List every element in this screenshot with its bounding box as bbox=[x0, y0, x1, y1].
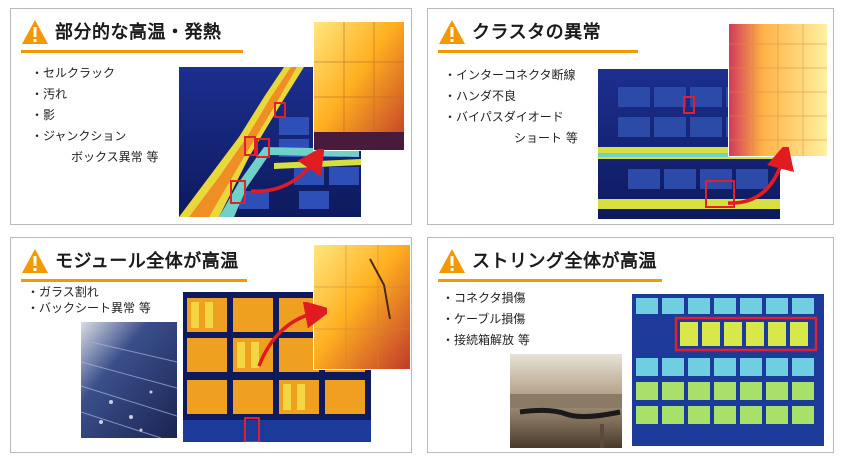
panel-title: クラスタの異常 bbox=[472, 22, 602, 43]
panel-module-overheat: モジュール全体が高温 ガラス割れ バックシート異常 等 bbox=[10, 237, 412, 453]
title-underline bbox=[21, 50, 243, 53]
warning-triangle-icon bbox=[439, 20, 465, 44]
callout-arrow-icon bbox=[257, 302, 327, 367]
panel-title: モジュール全体が高温 bbox=[55, 251, 239, 272]
warning-triangle-icon bbox=[22, 20, 48, 44]
list-item: バイパスダイオード bbox=[444, 107, 578, 128]
cause-list: コネクタ損傷 ケーブル損傷 接続箱解放 等 bbox=[442, 288, 530, 351]
panel-title: 部分的な高温・発熱 bbox=[55, 22, 222, 43]
list-item: ガラス割れ bbox=[27, 284, 151, 300]
junction-box-photo bbox=[510, 354, 622, 448]
list-item: ケーブル損傷 bbox=[442, 309, 530, 330]
cause-list: セルクラック 汚れ 影 ジャンクション ボックス異常 等 bbox=[31, 63, 158, 168]
callout-arrow-icon bbox=[250, 149, 325, 193]
list-item: コネクタ損傷 bbox=[442, 288, 530, 309]
list-item: ジャンクション bbox=[31, 126, 158, 147]
title-underline bbox=[438, 50, 638, 53]
thermal-image-closeup bbox=[313, 21, 405, 151]
thermal-image-wide bbox=[632, 294, 824, 446]
warning-triangle-icon bbox=[439, 249, 465, 273]
cause-list: ガラス割れ バックシート異常 等 bbox=[27, 284, 151, 316]
list-item: 接続箱解放 等 bbox=[442, 330, 530, 351]
title-underline bbox=[21, 279, 247, 282]
list-item: セルクラック bbox=[31, 63, 158, 84]
callout-arrow-icon bbox=[727, 147, 795, 205]
list-item: バックシート異常 等 bbox=[27, 300, 151, 316]
thermal-image-wide bbox=[183, 292, 371, 442]
panel-title: ストリング全体が高温 bbox=[472, 251, 657, 272]
panel-string-overheat: ストリング全体が高温 コネクタ損傷 ケーブル損傷 接続箱解放 等 bbox=[427, 237, 834, 453]
list-item: インターコネクタ断線 bbox=[444, 65, 578, 86]
thermal-image-closeup bbox=[728, 23, 828, 157]
list-item: 汚れ bbox=[31, 84, 158, 105]
panel-partial-heat: 部分的な高温・発熱 セルクラック 汚れ 影 ジャンクション ボックス異常 等 bbox=[10, 8, 412, 225]
panel-cluster-anomaly: クラスタの異常 インターコネクタ断線 ハンダ不良 バイパスダイオード ショート … bbox=[427, 8, 834, 225]
list-item: ボックス異常 等 bbox=[71, 150, 159, 164]
list-item: 影 bbox=[31, 105, 158, 126]
list-item: ハンダ不良 bbox=[444, 86, 578, 107]
title-underline bbox=[438, 279, 662, 282]
cause-list: インターコネクタ断線 ハンダ不良 バイパスダイオード ショート 等 bbox=[444, 65, 578, 149]
list-item: ショート 等 bbox=[514, 131, 578, 145]
warning-triangle-icon bbox=[22, 249, 48, 273]
thermal-image-closeup bbox=[313, 244, 411, 370]
panel-photo bbox=[81, 322, 177, 438]
